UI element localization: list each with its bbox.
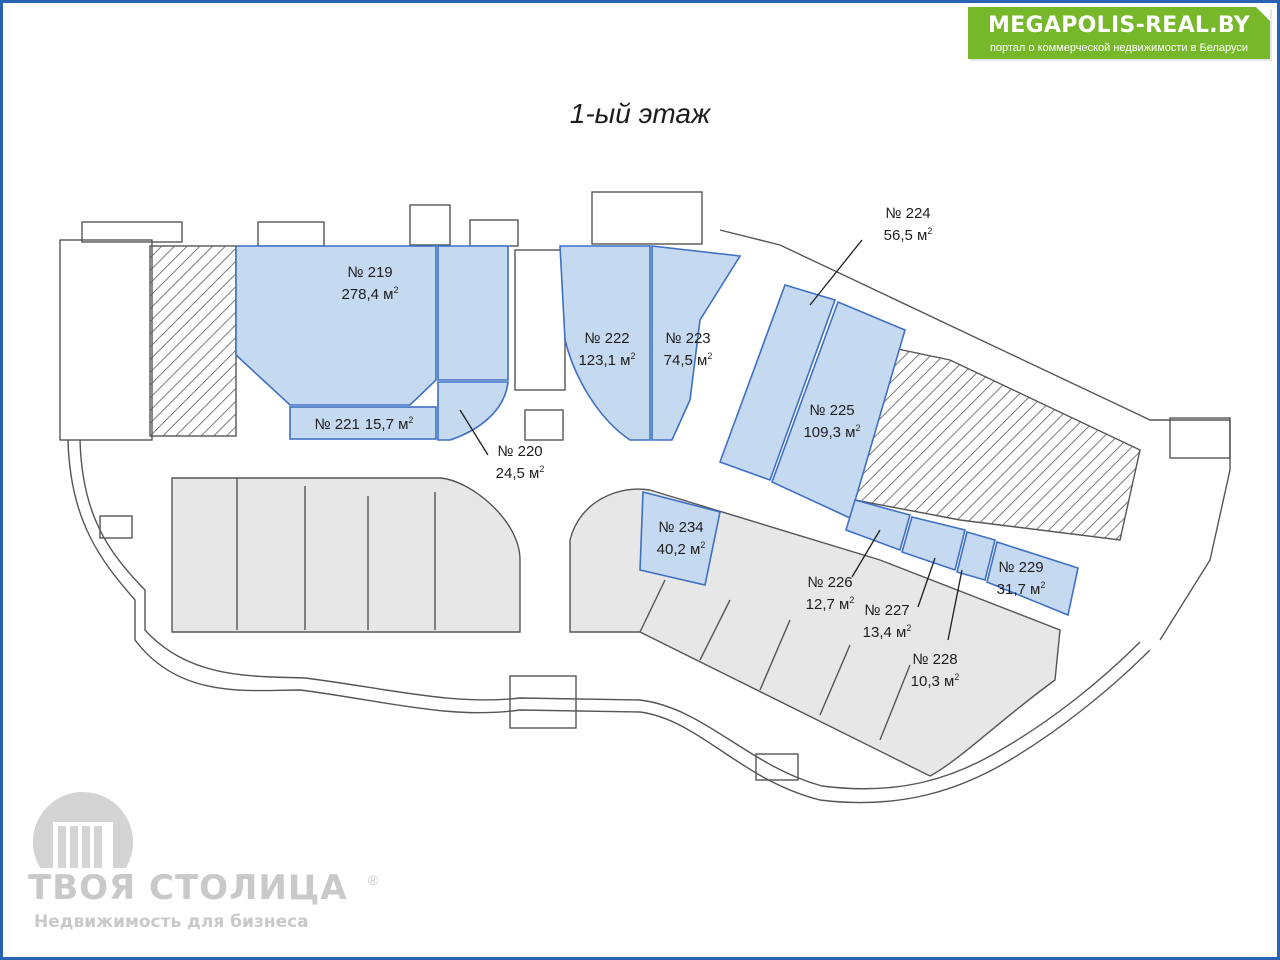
unit-220-shape: [437, 381, 509, 441]
unit-229-shape: [986, 540, 1079, 617]
unit-219b-shape: [437, 245, 509, 381]
unit-221-shape: [289, 406, 437, 440]
megapolis-banner[interactable]: MEGAPOLIS-REAL.BY портал о коммерческой …: [968, 7, 1270, 59]
outer-walkway: [67, 439, 1151, 804]
brand-logo-icon: [33, 792, 133, 892]
brand-name: ТВОЯ СТОЛИЦА: [28, 868, 348, 908]
unit-234-shape: [639, 490, 721, 586]
unit-228-shape: [956, 531, 996, 581]
unit-223-shape: [651, 245, 742, 441]
banner-tagline: портал о коммерческой недвижимости в Бел…: [989, 42, 1249, 54]
unit-219-shape: [235, 245, 437, 406]
unit-226-shape: [845, 499, 911, 552]
right-block-outline: [99, 229, 1231, 781]
unit-222-shape: [559, 245, 651, 441]
occupied-shops-left: [171, 477, 521, 633]
floor-title: 1-ый этаж: [569, 98, 711, 129]
tvoya-stolitsa-brand: ТВОЯ СТОЛИЦА ® Недвижимость для бизнеса: [28, 788, 448, 938]
brand-registered-mark: ®: [368, 872, 379, 888]
banner-site-name: MEGAPOLIS-REAL.BY: [988, 13, 1250, 38]
unit-227-shape: [901, 516, 966, 572]
available-units: [235, 245, 1079, 617]
banner-corner-fold: [1256, 7, 1270, 21]
brand-subtitle: Недвижимость для бизнеса: [34, 912, 309, 932]
leader-lines: [459, 239, 963, 641]
